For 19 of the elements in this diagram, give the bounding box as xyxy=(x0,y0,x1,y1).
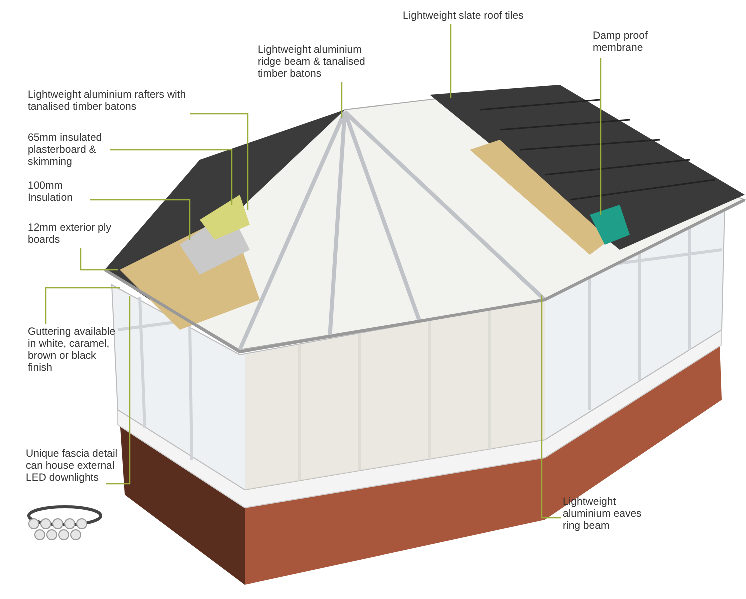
leader-line xyxy=(450,24,452,98)
callout-text: Damp proof membrane xyxy=(593,30,657,54)
leader-line xyxy=(541,295,561,519)
callout-text: Lightweight aluminium rafters with tanalised timber batons xyxy=(28,89,228,113)
callout-text: Guttering available in white, caramel, brown or black finish xyxy=(28,326,120,374)
callout-text: Lightweight aluminium ridge beam & tanalised timber batons xyxy=(258,44,370,80)
callout-text: Lightweight slate roof tiles xyxy=(403,10,553,22)
leader-line xyxy=(110,149,233,205)
callout-text: 100mm Insulation xyxy=(28,180,90,204)
leader-line xyxy=(80,248,118,271)
callout-text: 65mm insulated plasterboard & skimming xyxy=(28,132,110,168)
leader-line xyxy=(341,82,343,118)
leader-line xyxy=(600,58,602,215)
leader-line xyxy=(106,296,131,485)
leader-line xyxy=(190,113,249,210)
callout-text: 12mm exterior ply boards xyxy=(28,222,113,246)
leader-line xyxy=(90,199,191,240)
leader-line xyxy=(45,287,120,324)
callout-text: Unique fascia detail can house external LED downlights xyxy=(26,448,126,484)
